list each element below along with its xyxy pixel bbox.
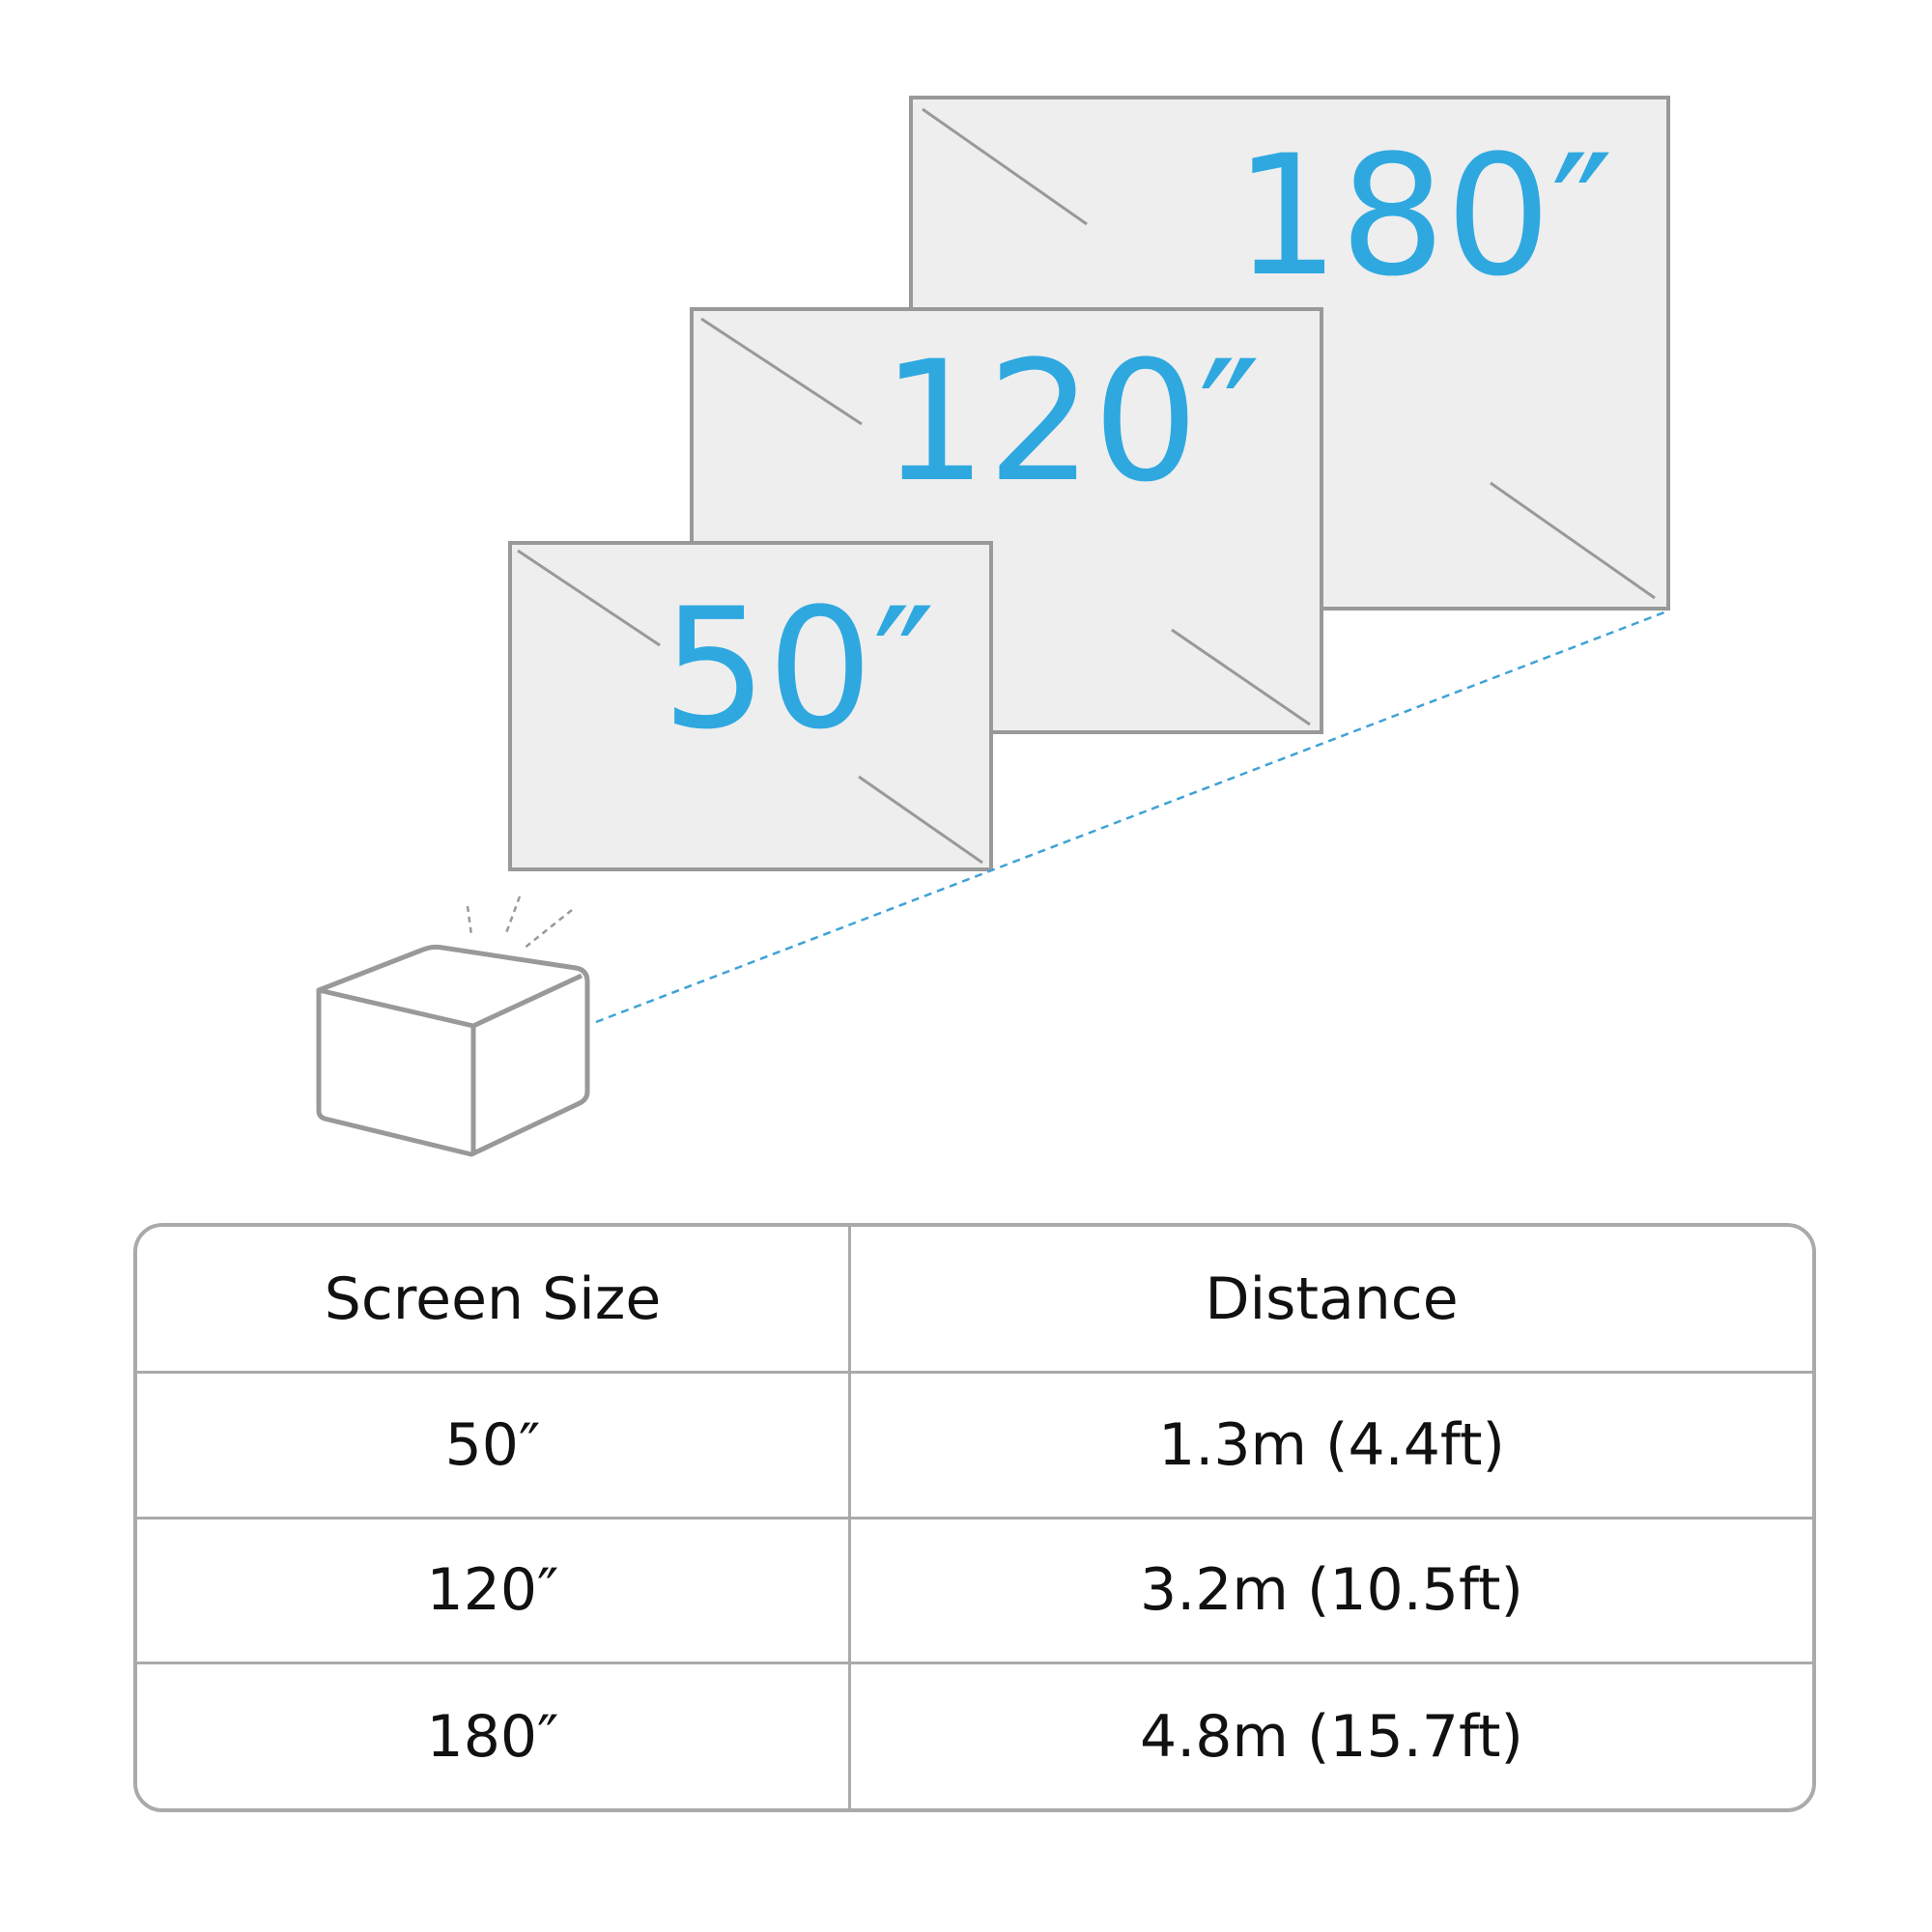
light-rays-icon <box>466 895 573 950</box>
cell-screen-size: 120″ <box>137 1518 851 1664</box>
header-screen-size: Screen Size <box>137 1227 851 1374</box>
screen-120-label: 120″ <box>881 325 1261 519</box>
screen-50: 50″ <box>508 541 993 871</box>
table-row: 120″ 3.2m (10.5ft) <box>137 1518 1812 1664</box>
table-header-row: Screen Size Distance <box>137 1227 1812 1374</box>
header-distance: Distance <box>849 1227 1812 1374</box>
distance-table: Screen Size Distance 50″ 1.3m (4.4ft) 12… <box>133 1223 1816 1812</box>
projection-beam <box>595 609 1670 1024</box>
table-row: 180″ 4.8m (15.7ft) <box>137 1662 1812 1808</box>
cell-distance: 1.3m (4.4ft) <box>849 1372 1812 1520</box>
screen-180-label: 180″ <box>1234 119 1613 313</box>
cell-distance: 4.8m (15.7ft) <box>1140 1702 1523 1771</box>
table-row: 50″ 1.3m (4.4ft) <box>137 1372 1812 1520</box>
screen-50-label: 50″ <box>662 572 935 766</box>
cell-distance: 3.2m (10.5ft) <box>849 1518 1812 1664</box>
projector-icon <box>316 944 590 1157</box>
projection-diagram: 180″ 120″ 50″ <box>316 96 1670 1157</box>
cell-screen-size: 50″ <box>137 1372 851 1520</box>
cell-screen-size: 180″ <box>137 1662 851 1808</box>
